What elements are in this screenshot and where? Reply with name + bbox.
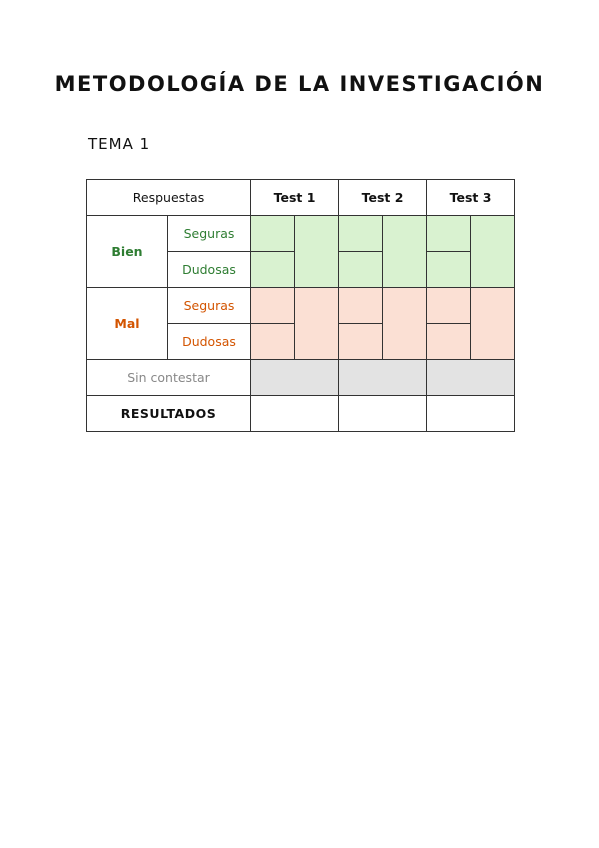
cell-mal-dudosas-test2[interactable]	[338, 323, 383, 360]
cell-mal-total-test2[interactable]	[382, 287, 427, 360]
header-row: Respuestas Test 1 Test 2 Test 3	[86, 179, 515, 216]
cell-bien-seguras-test3[interactable]	[426, 215, 471, 252]
results-row: RESULTADOS	[86, 395, 515, 432]
header-test-3: Test 3	[426, 179, 515, 216]
cell-bien-seguras-test1[interactable]	[250, 215, 295, 252]
page-title: METODOLOGÍA DE LA INVESTIGACIÓN	[54, 72, 545, 96]
row-label-sin-contestar: Sin contestar	[86, 359, 251, 396]
header-test-2: Test 2	[338, 179, 427, 216]
cell-bien-total-test3[interactable]	[470, 215, 515, 288]
row-label-resultados: RESULTADOS	[86, 395, 251, 432]
header-test-1: Test 1	[250, 179, 339, 216]
bien-dudosas-row: Dudosas	[87, 251, 515, 288]
group-label-mal: Mal	[86, 287, 168, 360]
cell-mal-dudosas-test3[interactable]	[426, 323, 471, 360]
cell-mal-seguras-test2[interactable]	[338, 287, 383, 324]
cell-unanswered-test1[interactable]	[250, 359, 339, 396]
cell-bien-seguras-test2[interactable]	[338, 215, 383, 252]
group-label-bien: Bien	[86, 215, 168, 288]
cell-result-test2[interactable]	[338, 395, 427, 432]
subject-heading: TEMA 1	[88, 135, 151, 153]
cell-bien-dudosas-test2[interactable]	[338, 251, 383, 288]
row-label-mal-seguras: Seguras	[167, 287, 251, 324]
cell-bien-dudosas-test3[interactable]	[426, 251, 471, 288]
cell-result-test1[interactable]	[250, 395, 339, 432]
cell-mal-seguras-test3[interactable]	[426, 287, 471, 324]
cell-result-test3[interactable]	[426, 395, 515, 432]
cell-mal-total-test3[interactable]	[470, 287, 515, 360]
cell-bien-total-test1[interactable]	[294, 215, 339, 288]
unanswered-row: Sin contestar	[86, 359, 515, 396]
bien-seguras-row: Bien Seguras	[86, 215, 515, 288]
results-table: Respuestas Test 1 Test 2 Test 3 Bien Seg…	[86, 179, 515, 432]
cell-bien-dudosas-test1[interactable]	[250, 251, 295, 288]
cell-mal-seguras-test1[interactable]	[250, 287, 295, 324]
cell-bien-total-test2[interactable]	[382, 215, 427, 288]
row-label-mal-dudosas: Dudosas	[167, 323, 251, 360]
cell-mal-total-test1[interactable]	[294, 287, 339, 360]
header-respuestas: Respuestas	[86, 179, 251, 216]
row-label-bien-seguras: Seguras	[167, 215, 251, 252]
mal-seguras-row: Mal Seguras	[86, 287, 515, 360]
cell-unanswered-test2[interactable]	[338, 359, 427, 396]
cell-unanswered-test3[interactable]	[426, 359, 515, 396]
row-label-bien-dudosas: Dudosas	[167, 251, 251, 288]
cell-mal-dudosas-test1[interactable]	[250, 323, 295, 360]
